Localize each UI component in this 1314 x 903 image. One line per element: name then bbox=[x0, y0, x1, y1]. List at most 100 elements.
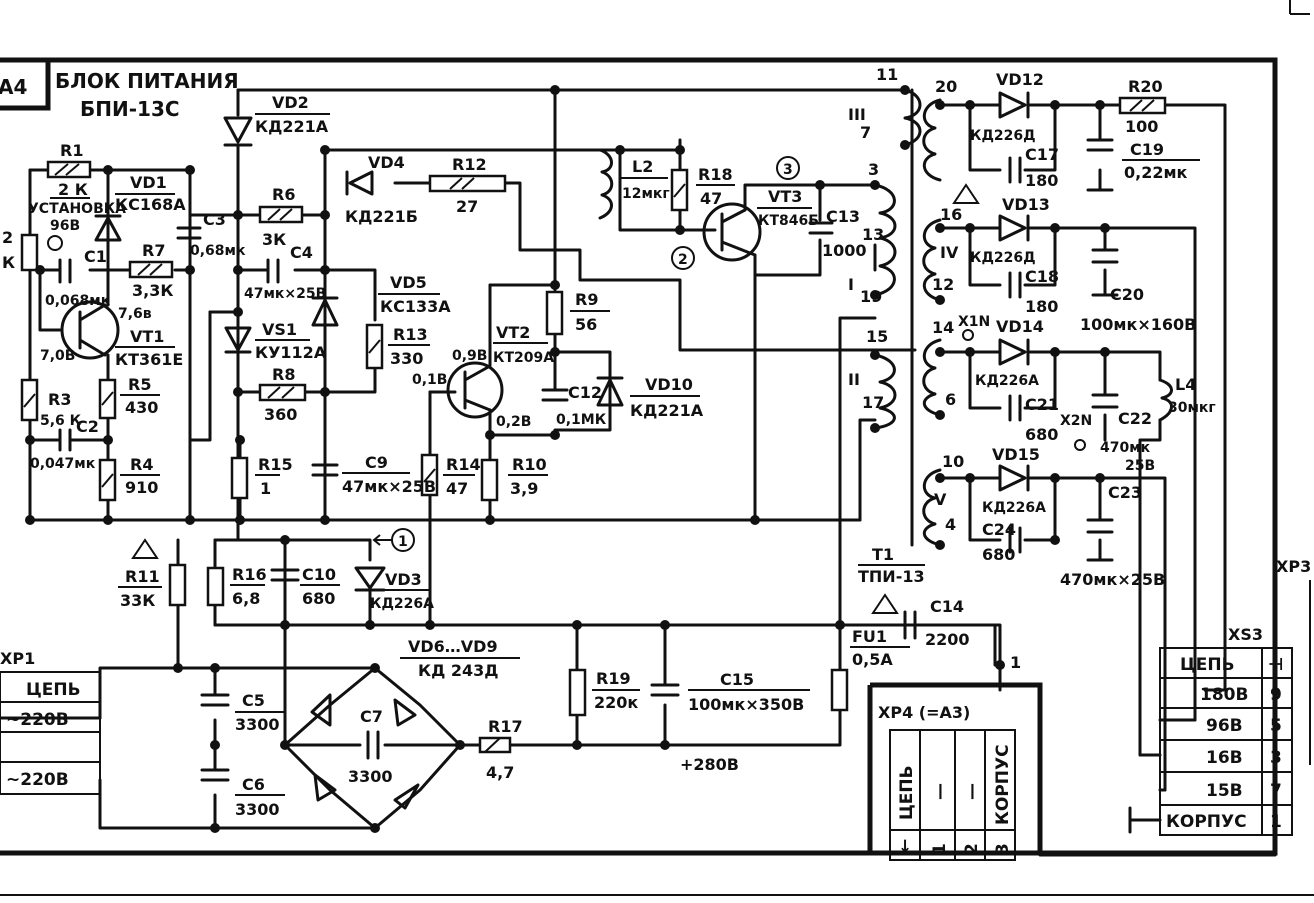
t1-pin-17: 17 bbox=[862, 393, 884, 412]
r15-value: 1 bbox=[260, 479, 271, 498]
xp4-row-2-label: — bbox=[962, 783, 982, 800]
t1-pin-19: 19 bbox=[860, 287, 882, 306]
pin-1-label: 1 bbox=[1010, 653, 1021, 672]
t1-pin-15: 15 bbox=[866, 327, 888, 346]
marker-2-circle bbox=[671, 246, 695, 270]
diodes bbox=[94, 91, 1030, 810]
vd15-value: КД226А bbox=[982, 500, 1046, 516]
c20-ref: С20 bbox=[1110, 285, 1144, 304]
xs3-row-2-pin: 5 bbox=[1270, 716, 1282, 736]
t1-winding-II: II bbox=[848, 370, 860, 389]
r20-value: 100 bbox=[1125, 117, 1158, 136]
r5-ref: R5 bbox=[128, 375, 151, 394]
r4-ref: R4 bbox=[130, 455, 153, 474]
vd5-ref: VD5 bbox=[390, 273, 427, 292]
vt1-volt-a: 7,6в bbox=[118, 306, 152, 322]
r17-body bbox=[478, 736, 512, 754]
r1-ref: R1 bbox=[60, 141, 83, 160]
r19-ref: R19 bbox=[596, 669, 631, 688]
xp1-row-0: ЦЕПЬ bbox=[26, 680, 81, 700]
marker-3: 3 bbox=[783, 162, 793, 178]
r11-body bbox=[168, 563, 187, 607]
r7-ref: R7 bbox=[142, 241, 165, 260]
c19-value: 0,22мк bbox=[1124, 163, 1188, 182]
c15-ref: С15 bbox=[720, 670, 754, 689]
vt2-value: КТ209А bbox=[493, 350, 554, 366]
r1-value: 2 К bbox=[58, 180, 88, 199]
t1-pin-4: 4 bbox=[945, 515, 956, 534]
c7-value: 3300 bbox=[348, 767, 393, 786]
c17-value: 180 bbox=[1025, 171, 1058, 190]
vt2-volt-b: 0,1В bbox=[412, 372, 447, 388]
junctions bbox=[25, 85, 1110, 833]
r13-value: 330 bbox=[390, 349, 423, 368]
r12-ref: R12 bbox=[452, 155, 487, 174]
xp4-ref: ХР4 (=А3) bbox=[878, 703, 970, 722]
r8-ref: R8 bbox=[272, 365, 295, 384]
r2-value: К bbox=[2, 253, 15, 272]
vs1-value: КУ112А bbox=[255, 343, 327, 362]
fu1-ref: FU1 bbox=[852, 627, 887, 646]
c17-ref: С17 bbox=[1025, 145, 1059, 164]
vd4-ref: VD4 bbox=[368, 153, 405, 172]
r17-value: 4,7 bbox=[486, 763, 514, 782]
vd14-ref: VD14 bbox=[996, 317, 1044, 336]
xs3-ref: XS3 bbox=[1228, 625, 1263, 644]
r20-ref: R20 bbox=[1128, 77, 1163, 96]
vd3-ref: VD3 bbox=[385, 570, 422, 589]
l2-ref: L2 bbox=[632, 157, 653, 176]
vd1-ref: VD1 bbox=[130, 173, 167, 192]
r16-value: 6,8 bbox=[232, 589, 260, 608]
c4-ref: С4 bbox=[290, 243, 313, 262]
bridge-ref: VD6…VD9 bbox=[408, 637, 498, 656]
r16-ref: R16 bbox=[232, 565, 267, 584]
r9-ref: R9 bbox=[575, 290, 598, 309]
warning-fu1-icon bbox=[871, 593, 899, 614]
vd2-value: КД221А bbox=[255, 117, 329, 136]
transistors bbox=[60, 202, 762, 419]
vd13-ref: VD13 bbox=[1002, 195, 1050, 214]
xp4-row-0-pin: ↓ bbox=[898, 837, 912, 857]
t1-pin-16: 16 bbox=[940, 205, 962, 224]
vd12-value: КД226Д bbox=[970, 128, 1036, 144]
t1-winding-V: V bbox=[934, 490, 947, 509]
xp4-row-0-label: ЦЕПЬ bbox=[897, 765, 917, 820]
r19-value: 220к bbox=[594, 693, 638, 712]
vd3-value: КД226А bbox=[370, 596, 434, 612]
t1-ref: Т1 bbox=[872, 545, 894, 564]
r9-body bbox=[545, 290, 564, 336]
c21-ref: С21 bbox=[1025, 395, 1059, 414]
c13-ref: С13 bbox=[826, 207, 860, 226]
vt3-ref: VT3 bbox=[768, 187, 802, 206]
c9-ref: С9 bbox=[365, 453, 388, 472]
r18-ref: R18 bbox=[698, 165, 733, 184]
vd15-ref: VD15 bbox=[992, 445, 1040, 464]
c14-ref: С14 bbox=[930, 597, 964, 616]
r17-ref: R17 bbox=[488, 717, 523, 736]
vd10-value: КД221А bbox=[630, 401, 704, 420]
transformer-t1 bbox=[870, 85, 945, 550]
c22-value: 470мк bbox=[1100, 440, 1151, 456]
c12-value: 0,1МК bbox=[556, 412, 607, 428]
r6-ref: R6 bbox=[272, 185, 295, 204]
r3-ref: R3 bbox=[48, 390, 71, 409]
xp1-row-1: ~220В bbox=[6, 710, 69, 730]
transformer-pins: 11 7 3 13 19 15 17 20 16 12 14 6 10 4 II… bbox=[848, 65, 964, 586]
xs3-row-0-label: ЦЕПЬ bbox=[1180, 655, 1235, 675]
x2n-label: Х2N bbox=[1060, 413, 1092, 429]
l2-value: 12мкг bbox=[622, 186, 670, 202]
xs3-row-1-label: 180В bbox=[1200, 685, 1248, 705]
vd13-value: КД226Д bbox=[970, 250, 1036, 266]
vd12-ref: VD12 bbox=[996, 70, 1044, 89]
t1-winding-IV: IV bbox=[940, 243, 959, 262]
r6-value: 3К bbox=[262, 230, 286, 249]
c6-value: 3300 bbox=[235, 800, 280, 819]
xs3-row-5-label: КОРПУС bbox=[1166, 812, 1247, 832]
vd10-ref: VD10 bbox=[645, 375, 693, 394]
xp4-row-2-pin: 2 bbox=[962, 843, 982, 855]
c24-ref: С24 bbox=[982, 520, 1016, 539]
r10-value: 3,9 bbox=[510, 479, 538, 498]
vs1-ref: VS1 bbox=[262, 320, 297, 339]
r11-value: 33К bbox=[120, 591, 155, 610]
markers: 1 2 3 Х1N Х2N 1 bbox=[47, 156, 1092, 672]
